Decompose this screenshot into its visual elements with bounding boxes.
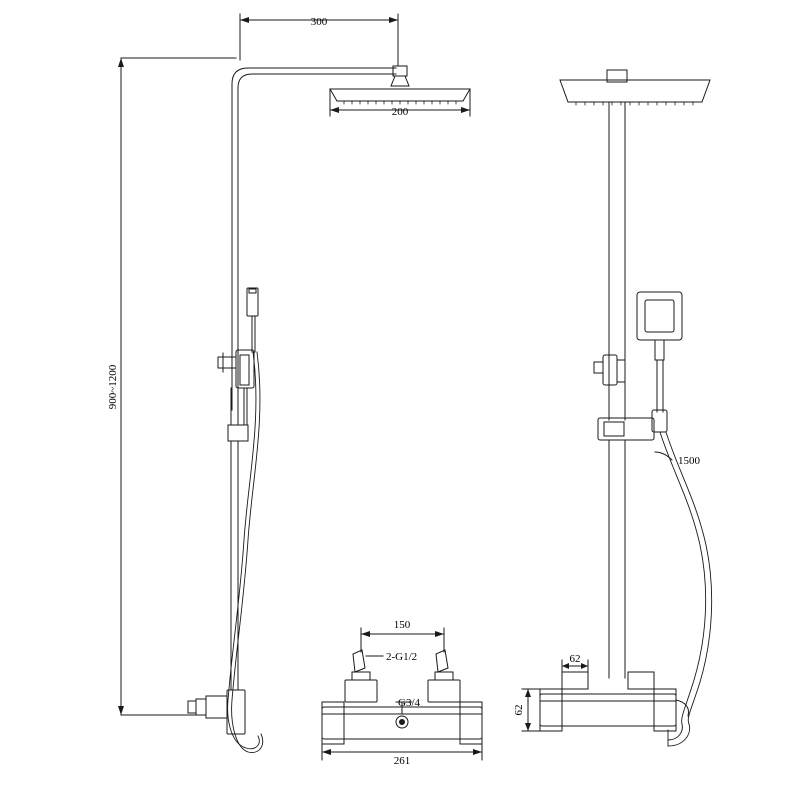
head-connector-left <box>390 65 410 87</box>
label-mixer-body-width: 261 <box>394 755 411 767</box>
hose-length-leader <box>654 451 673 461</box>
label-top-reach: 300 <box>311 16 328 28</box>
slide-rail-left <box>230 387 239 426</box>
shower-hose-left <box>227 351 264 753</box>
label-side-height: 62 <box>513 705 525 716</box>
mixer-width-dimension <box>321 743 483 761</box>
mixer-body-left <box>187 689 246 735</box>
head-width-dimension <box>329 88 471 117</box>
outlet-thread-leader <box>395 701 413 715</box>
side-height-dimension <box>521 688 543 732</box>
hand-shower-side <box>636 291 683 433</box>
mixer-side-view <box>539 671 689 732</box>
label-side-depth: 62 <box>570 653 581 665</box>
slide-bracket-left <box>217 349 255 426</box>
label-hose-length: 1500 <box>678 455 701 467</box>
label-head-width: 200 <box>392 106 409 118</box>
side-depth-dimension <box>561 659 589 673</box>
shower-hose-side <box>659 431 713 747</box>
rain-shower-head-left <box>329 88 471 105</box>
height-dimension-left <box>118 57 237 716</box>
reach-dimension-top <box>239 13 399 67</box>
lower-riser-left <box>230 440 239 691</box>
label-height-range: 900~1200 <box>107 364 119 409</box>
shower-arm-left-view <box>231 67 397 411</box>
rail-collar-left <box>227 424 249 442</box>
lower-riser-side <box>608 439 626 679</box>
holder-bracket-side <box>593 354 626 386</box>
label-mixer-spacing: 150 <box>394 619 411 631</box>
mixer-spacing-dimension <box>360 627 445 653</box>
label-inlet-thread: 2-G1/2 <box>386 651 417 663</box>
slide-collar-side <box>597 417 655 441</box>
rain-shower-head-side <box>559 69 711 106</box>
hand-shower-left <box>246 287 259 353</box>
label-outlet-thread: G3/4 <box>398 697 421 709</box>
